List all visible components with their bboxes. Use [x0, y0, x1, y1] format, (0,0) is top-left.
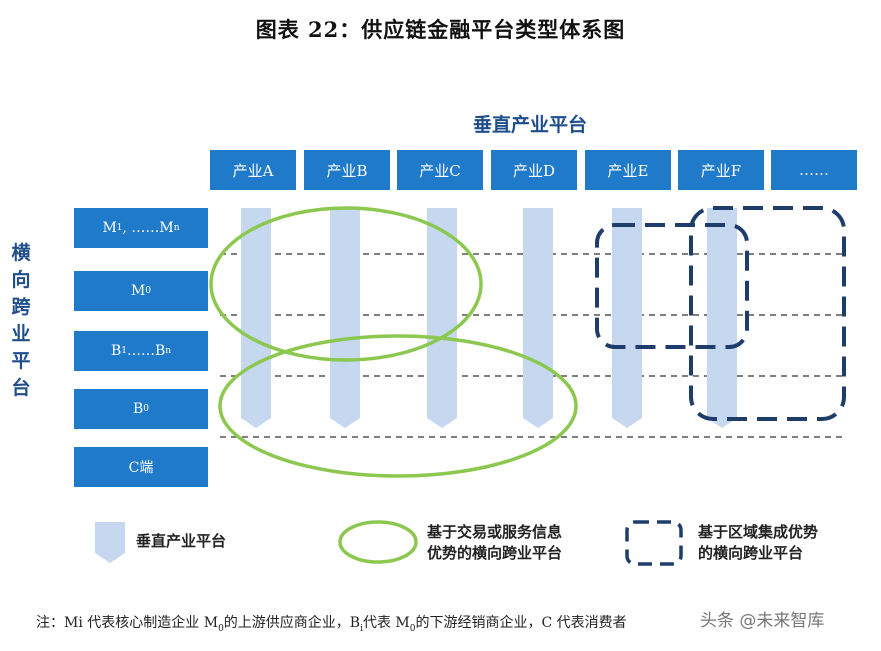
- horizontal-header-char: 平: [11, 350, 31, 372]
- info-ellipse-lower: [218, 334, 578, 478]
- row-label: M: [130, 283, 146, 299]
- industry-d-box: 产业D: [491, 150, 577, 190]
- row-label: M: [102, 220, 117, 236]
- diagram-title: 图表 22：供应链金融平台类型体系图: [255, 17, 626, 42]
- horizontal-header-char: 跨: [11, 296, 31, 318]
- industry-e-box: 产业E: [585, 150, 671, 190]
- legend-region-line: 基于区域集成优势: [698, 523, 819, 541]
- note-text: 的下游经销商企业，C 代表消费者: [415, 615, 627, 631]
- legend-region-line: 的横向跨业平台: [698, 544, 804, 562]
- legend-dashed-box-icon: [625, 520, 683, 566]
- industry-more-box: ……: [771, 150, 857, 190]
- legend-info-label: 基于交易或服务信息 优势的横向跨业平台: [427, 522, 562, 564]
- row-sub: 1: [116, 223, 123, 233]
- row-sub: 1: [121, 346, 127, 356]
- note-text: 注：Mi 代表核心制造企业 M: [36, 615, 219, 631]
- industry-c-box: 产业C: [397, 150, 483, 190]
- vertical-arrows: [241, 208, 737, 428]
- vertical-platform-header: 垂直产业平台: [472, 114, 587, 136]
- legend-ellipse-icon: [338, 520, 418, 564]
- horizontal-header-char: 向: [11, 269, 31, 291]
- vertical-arrow-c: [427, 208, 457, 428]
- legend-vertical-arrow-icon: [95, 522, 125, 563]
- industry-b-box: 产业B: [304, 150, 390, 190]
- note-sub: i: [360, 623, 363, 634]
- region-platform-boxes: [595, 206, 846, 421]
- legend-info-line: 基于交易或服务信息: [427, 523, 563, 541]
- vertical-arrow-b: [330, 208, 360, 428]
- row-sub: n: [173, 223, 180, 233]
- info-platform-ellipses: [209, 206, 578, 478]
- row-label: B: [132, 401, 144, 417]
- industry-f-box: 产业F: [678, 150, 764, 190]
- row-sub: 0: [145, 286, 152, 296]
- region-box-small: [595, 223, 749, 349]
- watermark: 头条 @未来智库: [700, 611, 825, 631]
- row-sub: n: [165, 346, 172, 356]
- region-box-large: [689, 206, 846, 421]
- info-ellipse-upper: [209, 206, 483, 362]
- footnote: 注：Mi 代表核心制造企业 M0的上游供应商企业，Bi代表 M0的下游经销商企业…: [36, 612, 627, 634]
- row-sub: 0: [143, 404, 150, 414]
- vertical-arrow-a: [241, 208, 271, 428]
- vertical-arrow-d: [523, 208, 553, 428]
- row-label: ……B: [126, 343, 166, 359]
- vertical-arrow-f: [707, 208, 737, 428]
- note-sub: 0: [409, 623, 416, 634]
- legend-region-label: 基于区域集成优势 的横向跨业平台: [698, 522, 818, 564]
- horizontal-header-char: 台: [11, 377, 31, 399]
- horizontal-header-char: 业: [11, 323, 31, 345]
- row-label: , ……M: [122, 220, 174, 236]
- vertical-arrow-e: [612, 208, 642, 428]
- horizontal-platform-header: 横 向 跨 业 平 台: [8, 240, 34, 402]
- note-sub: 0: [218, 623, 224, 634]
- horizontal-header-char: 横: [11, 242, 31, 264]
- legend-vertical-label: 垂直产业平台: [136, 532, 227, 550]
- industry-a-box: 产业A: [210, 150, 296, 190]
- row-box-c: C端: [74, 447, 208, 487]
- row-label: B: [110, 343, 122, 359]
- note-text: 的上游供应商企业，B: [223, 615, 361, 631]
- legend-info-line: 优势的横向跨业平台: [427, 544, 563, 562]
- note-text: 代表 M: [362, 615, 410, 631]
